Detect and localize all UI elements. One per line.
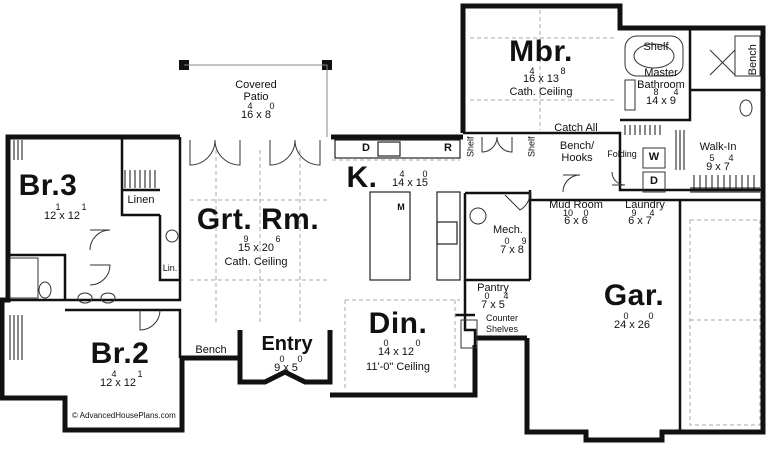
sup-pantry-a: 0	[484, 291, 490, 301]
dashed-guides	[190, 10, 761, 426]
label-shelf-bath: Shelf	[643, 41, 669, 53]
label-laundry: Laundry	[625, 199, 665, 211]
label-garage: Gar.	[603, 279, 665, 312]
sup-br3-b: 1	[81, 202, 87, 212]
dim-bedroom-2: 12 x 12	[99, 377, 137, 389]
sup-entry-a: 0	[279, 354, 285, 364]
sup-garage-b: 0	[648, 311, 654, 321]
sup-garage-a: 0	[623, 311, 629, 321]
note-great-room-ceiling: Cath. Ceiling	[224, 256, 288, 268]
label-bench-top: Bench	[747, 44, 760, 76]
note-dining-ceiling: 11'-0" Ceiling	[366, 361, 430, 373]
label-shelf-a: Shelf	[465, 136, 476, 157]
label-dishwasher: D	[362, 142, 370, 154]
label-counter: Counter	[485, 313, 519, 323]
dim-master-bedroom: 16 x 13	[522, 73, 560, 85]
sup-dining-a: 0	[383, 338, 389, 348]
sup-kitchen-b: 0	[422, 169, 428, 179]
wall-entry-front	[237, 330, 333, 385]
sup-walkin-a: 5	[709, 153, 715, 163]
dim-patio: 16 x 8	[241, 109, 271, 121]
label-great-room: Grt. Rm.	[196, 203, 320, 236]
sup-mud-a: 10	[562, 208, 574, 218]
label-dining: Din.	[368, 307, 428, 340]
dim-kitchen: 14 x 15	[391, 177, 429, 189]
dim-pantry: 7 x 5	[481, 299, 505, 311]
dim-mud-room: 6 x 6	[564, 215, 588, 227]
label-bench-hooks-2: Hooks	[561, 152, 593, 164]
wall-south-living	[330, 345, 478, 398]
sup-mbath-a: 8	[653, 87, 659, 97]
label-bedroom-3: Br.3	[18, 169, 78, 202]
sup-patio-b: 0	[269, 101, 275, 111]
label-mech: Mech.	[493, 224, 523, 236]
sup-grtrm-b: 6	[275, 234, 281, 244]
sup-grtrm-a: 9	[243, 234, 249, 244]
dim-mech: 7 x 8	[500, 244, 524, 256]
note-master-ceiling: Cath. Ceiling	[509, 86, 573, 98]
sup-br2-a: 4	[111, 369, 117, 379]
copyright-notice: © AdvancedHousePlans.com	[72, 411, 176, 420]
sup-mech-b: 9	[521, 236, 527, 246]
patio-doors	[89, 49, 736, 331]
dim-bedroom-3: 12 x 12	[43, 210, 81, 222]
dim-walk-in: 9 x 7	[706, 161, 730, 173]
dim-dining: 14 x 12	[377, 346, 415, 358]
label-master-bedroom: Mbr.	[509, 35, 573, 68]
wall-west-bedroom	[0, 134, 240, 433]
label-bench-entry: Bench	[195, 344, 227, 356]
sup-mech-a: 0	[504, 236, 510, 246]
wall-master-wing	[460, 3, 766, 200]
exterior-walls	[0, 3, 766, 443]
sup-patio-a: 4	[247, 101, 253, 111]
label-patio-1: Covered	[235, 79, 277, 91]
label-shelf-b: Shelf	[526, 136, 537, 157]
sup-mud-b: 0	[583, 208, 589, 218]
patio-outline	[184, 64, 328, 137]
kitchen-counters	[334, 139, 461, 281]
sup-dining-b: 0	[415, 338, 421, 348]
closet-shelving	[9, 125, 760, 360]
sup-br2-b: 1	[137, 369, 143, 379]
sup-master-b: 8	[560, 66, 566, 76]
label-refrigerator: R	[444, 142, 452, 154]
sup-laundry-b: 4	[649, 208, 655, 218]
label-mud-room: Mud Room	[549, 199, 603, 211]
label-kitchen: K.	[346, 161, 378, 194]
label-catch-all: Catch All	[554, 122, 598, 134]
label-lin: Lin.	[162, 263, 178, 273]
sup-kitchen-a: 4	[399, 169, 405, 179]
sup-mbath-b: 4	[673, 87, 679, 97]
label-patio-2: Patio	[243, 91, 269, 103]
dim-laundry: 6 x 7	[628, 215, 652, 227]
label-walk-in: Walk-In	[699, 141, 737, 153]
bathroom-fixtures	[9, 35, 761, 349]
label-washer: W	[648, 151, 660, 163]
sup-entry-b: 0	[297, 354, 303, 364]
label-microwave: M	[397, 202, 405, 212]
sup-laundry-a: 9	[631, 208, 637, 218]
sup-walkin-b: 4	[728, 153, 734, 163]
sup-br3-a: 1	[55, 202, 61, 212]
sup-master-a: 4	[529, 66, 535, 76]
sup-pantry-b: 4	[503, 291, 509, 301]
label-entry: Entry	[261, 333, 313, 355]
label-folding: Folding	[607, 149, 637, 159]
dim-great-room: 15 x 20	[237, 242, 275, 254]
label-bench-hooks-1: Bench/	[559, 140, 595, 152]
label-pantry: Pantry	[477, 282, 509, 294]
label-linen: Linen	[127, 194, 155, 206]
label-dryer: D	[650, 175, 658, 187]
label-bedroom-2: Br.2	[90, 337, 150, 370]
dim-garage: 24 x 26	[613, 319, 651, 331]
dim-entry: 9 x 5	[274, 362, 298, 374]
wall-garage	[524, 200, 766, 443]
label-master-bath-2: Bathroom	[637, 79, 685, 91]
dim-master-bath: 14 x 9	[646, 95, 676, 107]
label-shelves: Shelves	[485, 324, 519, 334]
label-master-bath-1: Master	[644, 67, 678, 79]
